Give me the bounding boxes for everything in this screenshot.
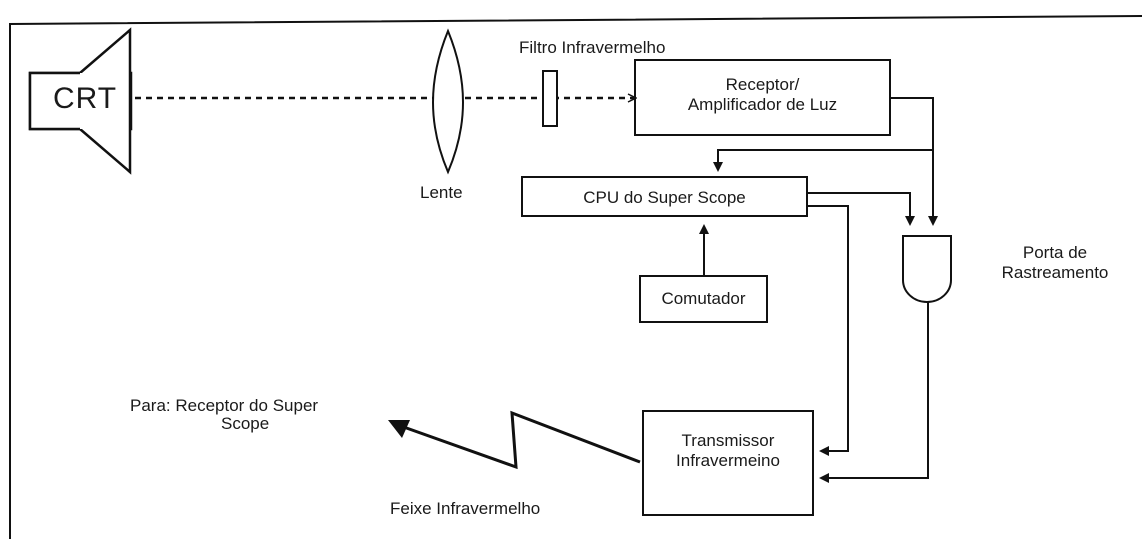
ir-filter-shape	[542, 70, 558, 127]
tracking-gate-shape	[902, 235, 952, 303]
crt-label: CRT	[53, 82, 118, 115]
cpu-box	[521, 176, 808, 217]
gate-label-line2: Rastreamento	[1001, 263, 1109, 282]
transmitter-label-line2: Infravermeino	[676, 451, 780, 470]
ir-beam-label: Feixe Infravermelho	[390, 499, 541, 518]
ir-beam-arrowhead	[388, 420, 410, 438]
gate-label-line1: Porta de	[1022, 243, 1088, 262]
crt-shape	[28, 27, 133, 175]
wire-cpu-to-transmitter	[807, 205, 849, 456]
destination-label-line2: Scope	[221, 414, 270, 433]
ir-beam-zigzag	[397, 410, 641, 470]
switch-label: Comutador	[661, 289, 746, 308]
wire-receiver-out	[890, 97, 938, 226]
receiver-label-line1: Receptor/	[725, 75, 800, 94]
lens-shape	[432, 28, 464, 175]
ir-filter-label: Filtro Infravermelho	[519, 38, 666, 57]
wire-gate-to-transmitter	[819, 302, 929, 483]
receiver-label-line2: Amplificador de Luz	[687, 95, 838, 114]
lens-label: Lente	[420, 183, 463, 202]
outer-frame	[9, 15, 1142, 539]
wire-receiver-to-cpu	[713, 149, 933, 172]
transmitter-label-line1: Transmissor	[681, 431, 775, 450]
destination-label-line1: Para: Receptor do Super	[130, 396, 319, 415]
wire-cpu-to-gate	[807, 192, 915, 226]
transmitter-box	[642, 410, 814, 516]
cpu-label: CPU do Super Scope	[583, 188, 746, 207]
